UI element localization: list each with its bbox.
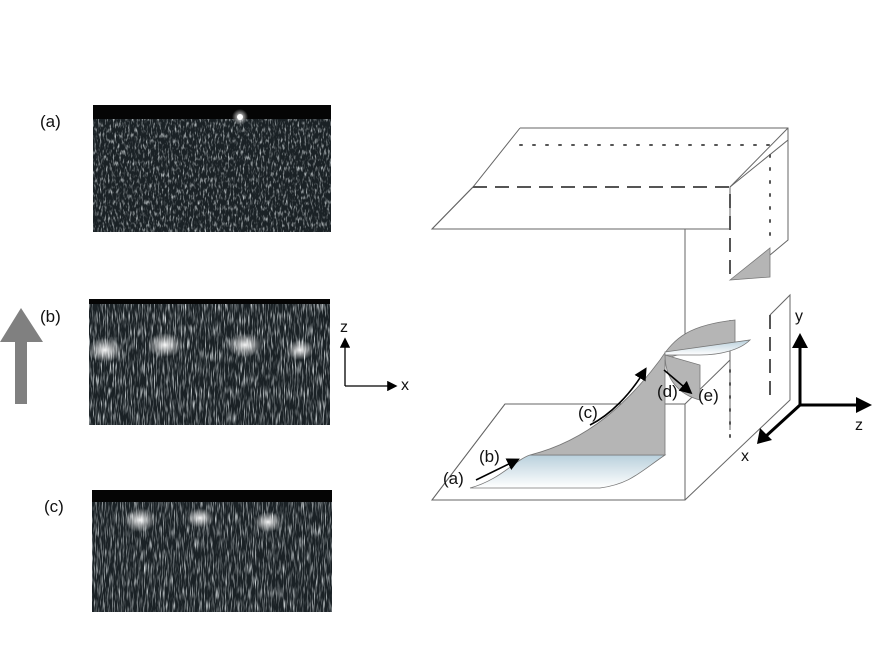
small-axes [339,337,398,392]
photo-panel-c [92,490,332,612]
small-axis-label-z: z [340,319,348,336]
axis-label-x: x [741,448,749,465]
hidden-edges [473,144,771,441]
path-label-c: (c) [578,403,598,422]
surface-wedge [728,247,771,281]
path-arrows [475,367,693,481]
panel-label-b: (b) [40,307,61,326]
panel-label-c: (c) [44,497,64,516]
photo-panel-a [93,105,331,232]
path-label-e: (e) [698,386,719,405]
panel-label-a: (a) [40,112,61,131]
axes-3d [757,333,872,444]
flow-direction-arrow [0,308,43,404]
path-label-a: (a) [443,469,464,488]
photo-panel-b [87,299,330,425]
axis-label-z: z [855,417,863,434]
path-label-b: (b) [479,447,500,466]
small-axis-label-x: x [401,377,409,394]
path-label-d: (d) [657,382,678,401]
axis-label-y: y [795,308,803,325]
